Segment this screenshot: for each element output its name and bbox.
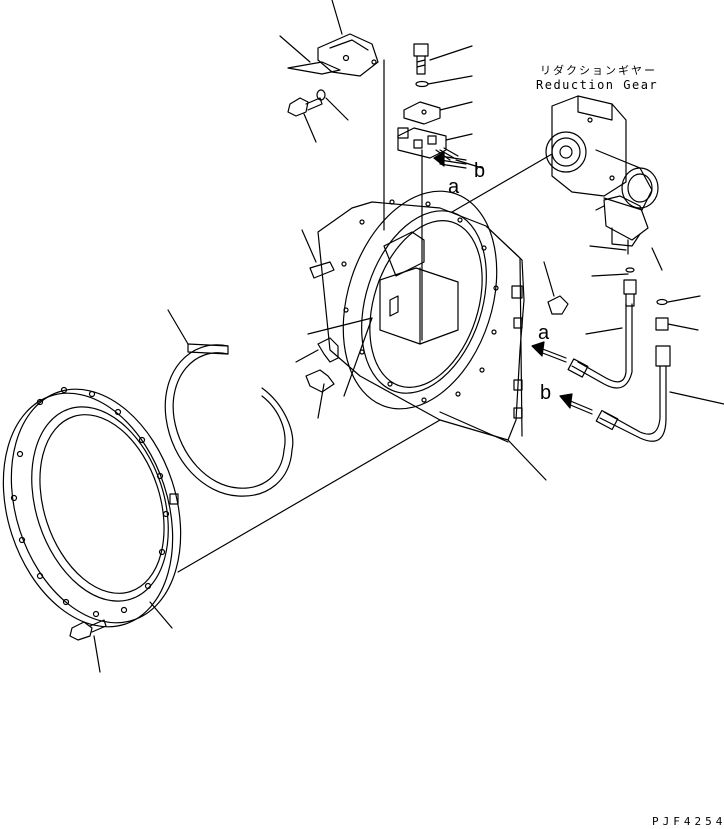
leader-lines-housing xyxy=(302,230,546,480)
housing-inner-parts xyxy=(380,232,458,344)
dowel-pin xyxy=(310,262,334,278)
guide-lines xyxy=(384,60,422,340)
outer-flange-ring xyxy=(0,367,209,649)
gear-fittings xyxy=(590,246,700,330)
label-a-top: a xyxy=(448,176,460,198)
label-b-hose: b xyxy=(540,382,552,404)
drawing-code: PJF4254 xyxy=(652,815,724,828)
top-bracket xyxy=(404,102,440,124)
elbow-fitting-lower xyxy=(306,370,334,418)
top-bolt xyxy=(414,44,428,74)
arrow-b-hose xyxy=(560,394,592,414)
reduction-gear xyxy=(546,96,662,270)
arrow-a-hose xyxy=(532,342,566,362)
hose-a xyxy=(568,304,632,388)
hose-b xyxy=(596,346,670,441)
plug-fitting xyxy=(544,262,568,314)
retaining-ring xyxy=(165,310,293,496)
leader-lines-flange xyxy=(150,420,440,628)
leader-lines-top-stack xyxy=(428,46,482,168)
housing-body xyxy=(318,202,524,442)
gear-connector-line xyxy=(452,154,552,212)
bolt-top-left xyxy=(288,90,325,116)
reduction-gear-label-jp: リダクションギヤー xyxy=(540,64,657,77)
leader-lines-bolt xyxy=(304,98,348,142)
leader-lines-hoses xyxy=(586,328,724,404)
valve-block xyxy=(398,128,458,160)
cover-plate xyxy=(288,34,378,76)
flange-bolt xyxy=(70,620,106,672)
label-a-hose: a xyxy=(538,322,550,344)
leader-lines-cover xyxy=(280,0,342,62)
reduction-gear-label-en: Reduction Gear xyxy=(536,78,659,92)
label-b-top: b xyxy=(474,160,486,182)
elbow-fitting-upper xyxy=(296,338,338,362)
housing-flange xyxy=(317,171,523,429)
arrow-a-top xyxy=(434,152,466,168)
top-washer xyxy=(416,82,428,87)
